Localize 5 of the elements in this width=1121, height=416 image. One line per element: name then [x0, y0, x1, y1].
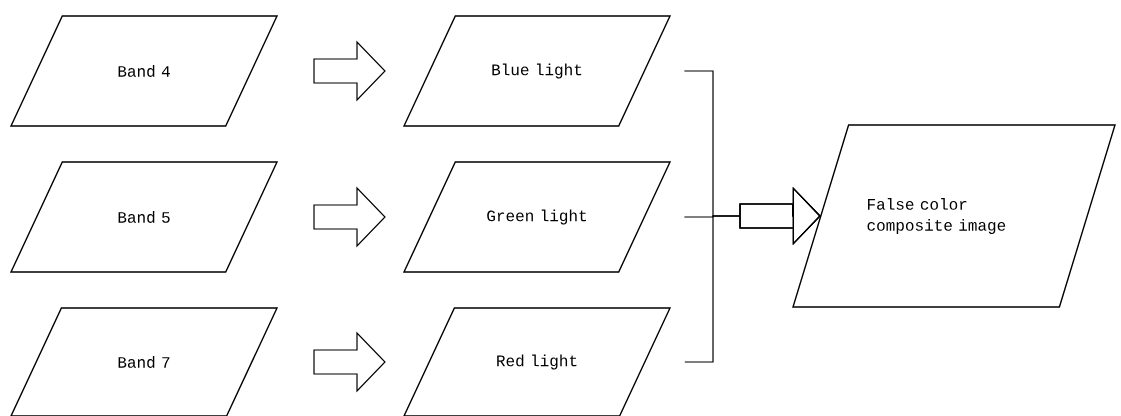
bracket-arrow	[684, 186, 821, 363]
parallelogram-box: False color composite image	[792, 124, 1116, 308]
block-arrow	[313, 186, 386, 248]
block-arrow	[313, 331, 386, 393]
block-arrow	[313, 40, 386, 102]
